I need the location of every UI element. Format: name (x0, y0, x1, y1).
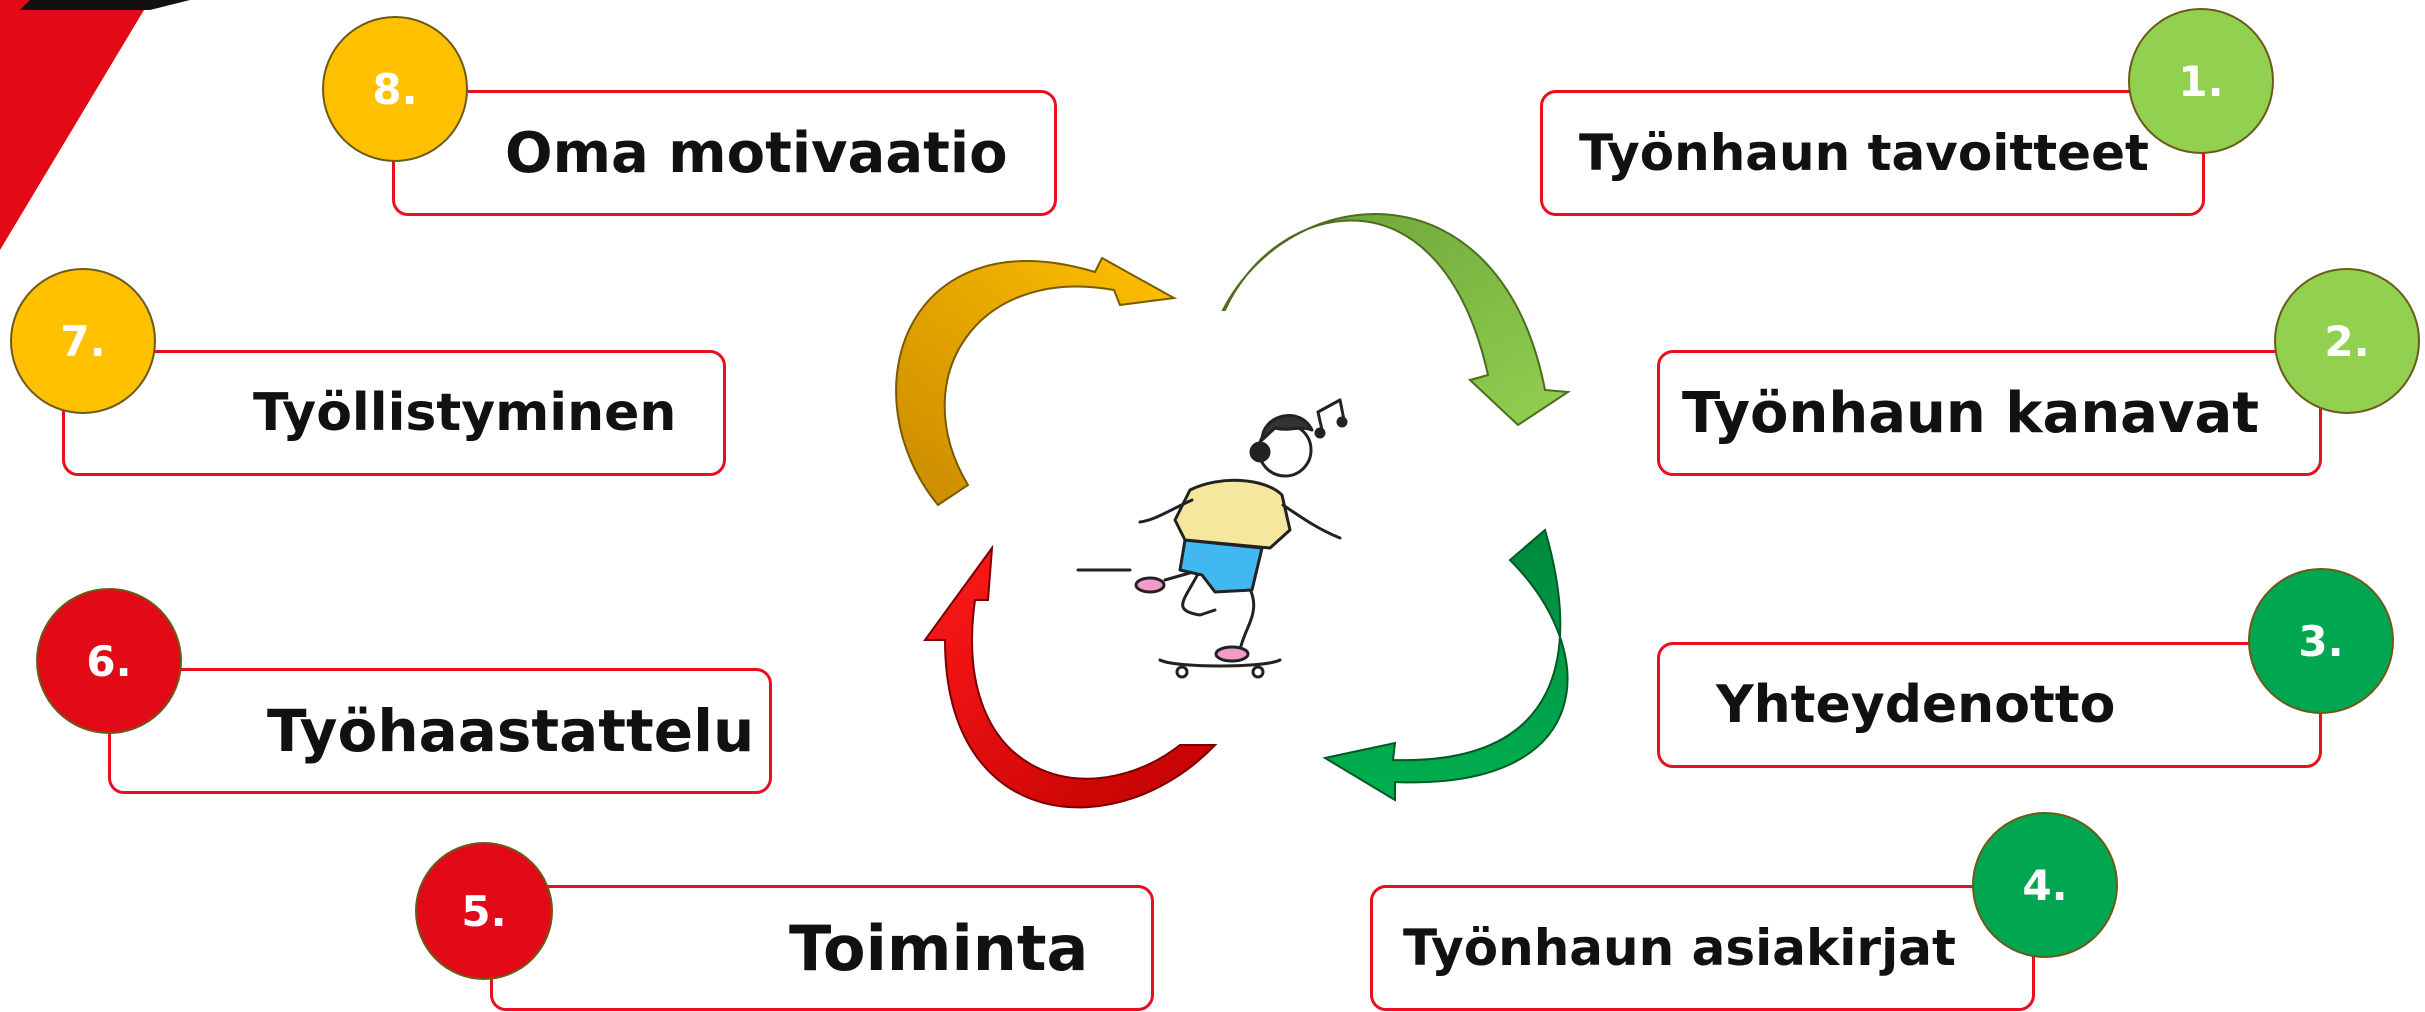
step-1-box: Työnhaun tavoitteet (1540, 90, 2205, 216)
step-6-label: Työhaastattelu (267, 697, 755, 765)
step-3-label: Yhteydenotto (1716, 675, 2116, 735)
arrow-red (923, 544, 1218, 809)
step-5-box: Toiminta (490, 885, 1154, 1011)
step-8-badge: 8. (322, 16, 468, 162)
arrow-green (1322, 528, 1569, 802)
step-2-badge: 2. (2274, 268, 2420, 414)
step-1-label: Työnhaun tavoitteet (1579, 124, 2149, 182)
step-7-badge: 7. (10, 268, 156, 414)
step-7-box: Työllistyminen (62, 350, 726, 476)
skateboarder-illustration (1076, 398, 1348, 679)
step-4-label: Työnhaun asiakirjat (1403, 919, 1956, 977)
step-3-badge: 3. (2248, 568, 2394, 714)
step-8-label: Oma motivaatio (505, 120, 1008, 186)
step-8-box: Oma motivaatio (392, 90, 1057, 216)
step-1-badge: 1. (2128, 8, 2274, 154)
step-7-label: Työllistyminen (253, 383, 677, 443)
step-5-badge: 5. (415, 842, 553, 980)
step-6-badge: 6. (36, 588, 182, 734)
step-3-box: Yhteydenotto (1657, 642, 2322, 768)
step-2-label: Työnhaun kanavat (1682, 380, 2260, 446)
arrow-lime (1221, 213, 1571, 427)
step-5-label: Toiminta (789, 911, 1089, 985)
arrow-yellow (895, 256, 1178, 507)
step-6-box: Työhaastattelu (108, 668, 772, 794)
step-4-badge: 4. (1972, 812, 2118, 958)
corner-banner (0, 0, 190, 250)
step-2-box: Työnhaun kanavat (1657, 350, 2322, 476)
